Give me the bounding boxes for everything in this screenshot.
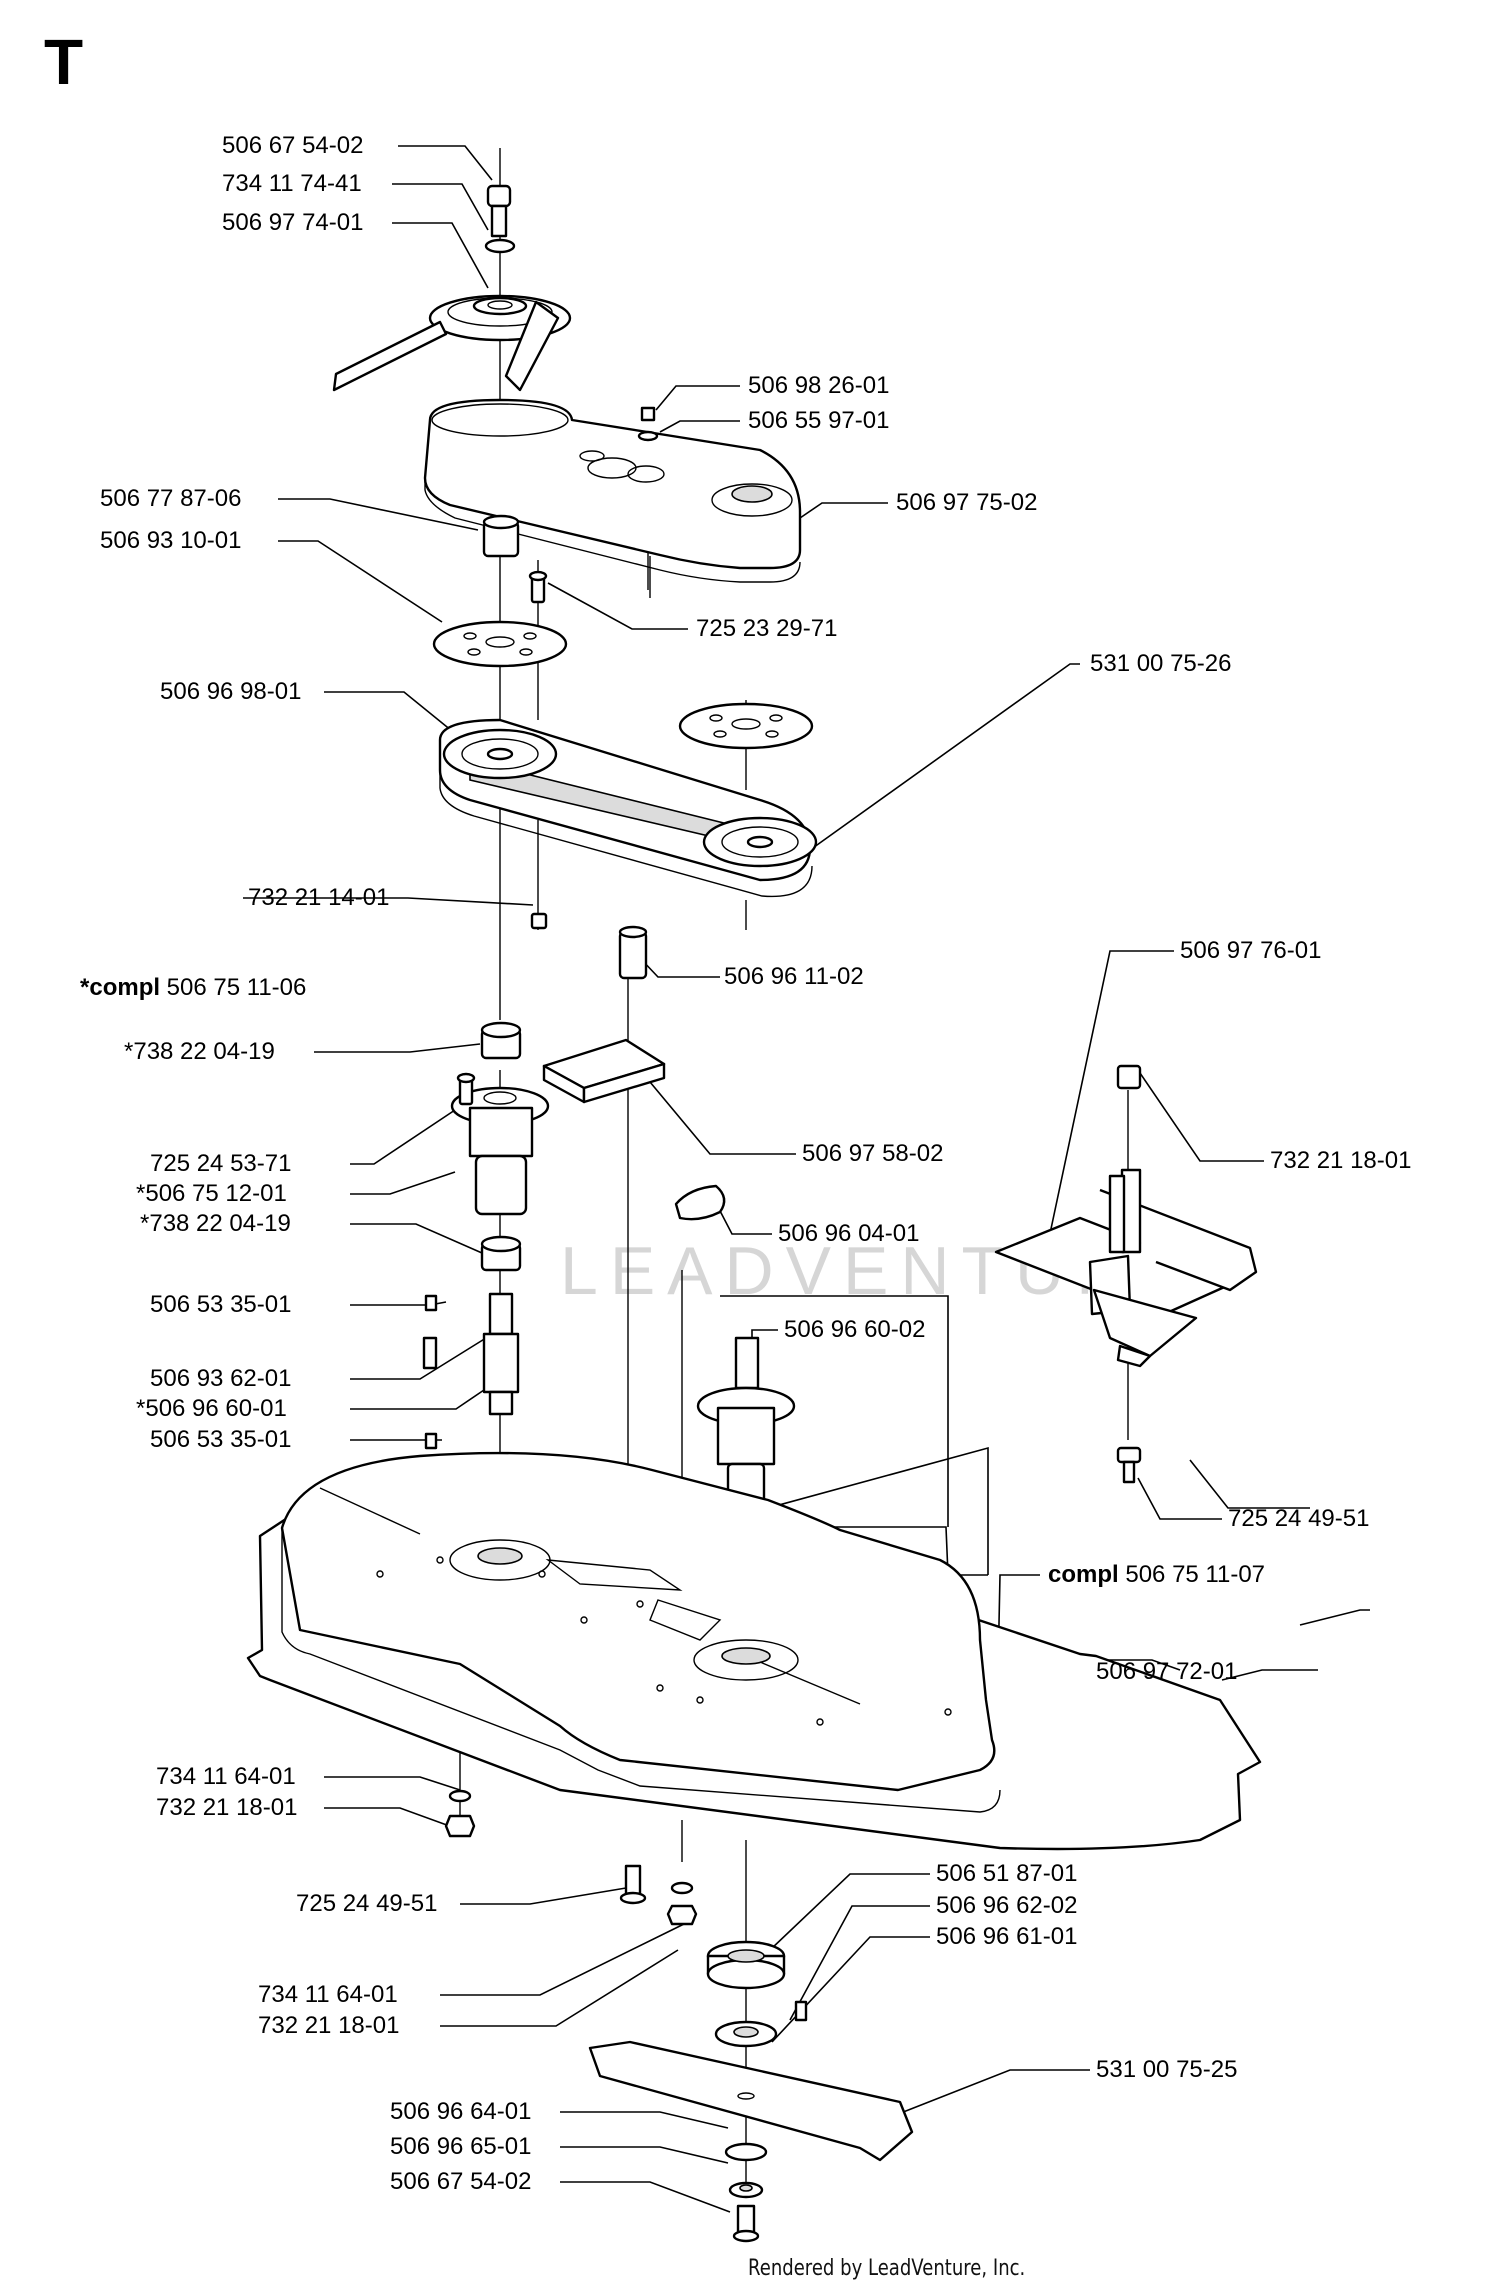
- callout-label[interactable]: 506 97 75-02: [896, 489, 1038, 516]
- callout-label[interactable]: 506 96 98-01: [160, 678, 302, 705]
- drive-pulley: [332, 294, 572, 392]
- callout-label[interactable]: 506 96 11-02: [724, 963, 864, 990]
- housing-screw: [456, 1072, 476, 1106]
- callout-label[interactable]: *738 22 04-19: [140, 1210, 291, 1237]
- callout-label[interactable]: *compl 506 75 11-06: [80, 976, 306, 1000]
- callout-label[interactable]: 734 11 64-01: [258, 1981, 398, 2008]
- deck-bolt: [619, 1864, 647, 1905]
- callout-label[interactable]: 734 11 64-01: [156, 1763, 296, 1790]
- callout-label[interactable]: 732 21 14-01: [248, 884, 390, 911]
- toothed-belt-assembly: [438, 718, 818, 898]
- callout-label[interactable]: 506 98 26-01: [748, 372, 890, 399]
- callout-label[interactable]: 506 97 74-01: [222, 209, 364, 236]
- blade-adapter: [714, 2020, 778, 2048]
- mower-blade: [588, 2040, 914, 2162]
- callout-label[interactable]: 506 97 72-01: [1096, 1658, 1238, 1685]
- callout-bold-prefix: compl: [1048, 1561, 1119, 1588]
- callout-label[interactable]: 506 97 58-02: [802, 1140, 944, 1167]
- deck-washer-nut-right: [666, 1881, 698, 1926]
- callout-label[interactable]: 506 77 87-06: [100, 485, 242, 512]
- callout-label[interactable]: 506 97 76-01: [1180, 937, 1322, 964]
- keys-left: [422, 1294, 438, 1450]
- callout-label[interactable]: 506 96 60-02: [784, 1316, 926, 1343]
- callout-label[interactable]: 531 00 75-25: [1096, 2056, 1238, 2083]
- callout-label[interactable]: 506 55 97-01: [748, 407, 890, 434]
- mower-deck: [246, 1451, 1262, 1851]
- section-letter: T: [44, 26, 84, 98]
- spacer-tube: [618, 925, 648, 980]
- bracket-nut: [1116, 1064, 1142, 1090]
- bearing-top: [480, 1021, 522, 1060]
- spindle-shaft-left: [482, 1292, 520, 1416]
- callout-label[interactable]: *506 75 12-01: [136, 1180, 287, 1207]
- pulley-plate-right: [678, 702, 814, 750]
- spacer-bushing: [482, 514, 520, 558]
- callout-label[interactable]: 506 96 04-01: [778, 1220, 920, 1247]
- callout-label[interactable]: 732 21 18-01: [1270, 1147, 1412, 1174]
- callout-label[interactable]: 506 96 64-01: [390, 2098, 532, 2125]
- footer-credit: Rendered by LeadVenture, Inc.: [748, 2256, 1026, 2281]
- callout-label[interactable]: compl 506 75 11-07: [1048, 1563, 1265, 1587]
- blade-washers: [724, 2142, 768, 2199]
- callout-label[interactable]: 732 21 18-01: [156, 1794, 298, 1821]
- callout-label[interactable]: 506 53 35-01: [150, 1291, 292, 1318]
- plate-screw: [528, 570, 548, 604]
- callout-label[interactable]: 732 21 18-01: [258, 2012, 400, 2039]
- stop-block: [674, 1184, 726, 1221]
- bearing-bottom: [480, 1235, 522, 1272]
- deck-washer-nut-left: [444, 1789, 476, 1838]
- callout-label[interactable]: *506 96 60-01: [136, 1395, 287, 1422]
- callout-label[interactable]: 506 93 10-01: [100, 527, 242, 554]
- blade-bolt: [732, 2204, 760, 2243]
- bracket-plate: [542, 1038, 666, 1104]
- cover-screw: [637, 406, 659, 442]
- callout-label[interactable]: 506 96 62-02: [936, 1892, 1078, 1919]
- top-bolt: [484, 184, 516, 254]
- callout-label[interactable]: *738 22 04-19: [124, 1038, 275, 1065]
- callout-label[interactable]: 506 96 61-01: [936, 1923, 1078, 1950]
- spindle-housing-left: [450, 1086, 550, 1216]
- spindle-housing-right: [696, 1336, 796, 1508]
- height-adjust-bracket: [994, 1168, 1258, 1368]
- callout-label[interactable]: 506 51 87-01: [936, 1860, 1078, 1887]
- callout-label[interactable]: 506 96 65-01: [390, 2133, 532, 2160]
- blade-bearing: [706, 1940, 786, 1990]
- pulley-plate-left: [432, 620, 568, 668]
- callout-number: 506 75 11-06: [160, 974, 307, 1001]
- bracket-bolt: [1116, 1446, 1142, 1484]
- callout-label[interactable]: 531 00 75-26: [1090, 650, 1232, 677]
- callout-label[interactable]: 725 24 49-51: [296, 1890, 438, 1917]
- callout-label[interactable]: 506 67 54-02: [390, 2168, 532, 2195]
- callout-label[interactable]: 734 11 74-41: [222, 170, 362, 197]
- callout-label[interactable]: 506 67 54-02: [222, 132, 364, 159]
- blade-pin: [794, 2000, 808, 2022]
- callout-label[interactable]: 725 24 53-71: [150, 1150, 292, 1177]
- callout-label[interactable]: 506 93 62-01: [150, 1365, 292, 1392]
- callout-bold-prefix: *compl: [80, 974, 161, 1001]
- callout-number: 506 75 11-07: [1118, 1561, 1266, 1588]
- pulley-nut: [530, 912, 548, 930]
- callout-label[interactable]: 725 24 49-51: [1228, 1505, 1370, 1532]
- callout-label[interactable]: 725 23 29-71: [696, 615, 838, 642]
- belt-cover: [423, 398, 802, 598]
- callout-label[interactable]: 506 53 35-01: [150, 1426, 292, 1453]
